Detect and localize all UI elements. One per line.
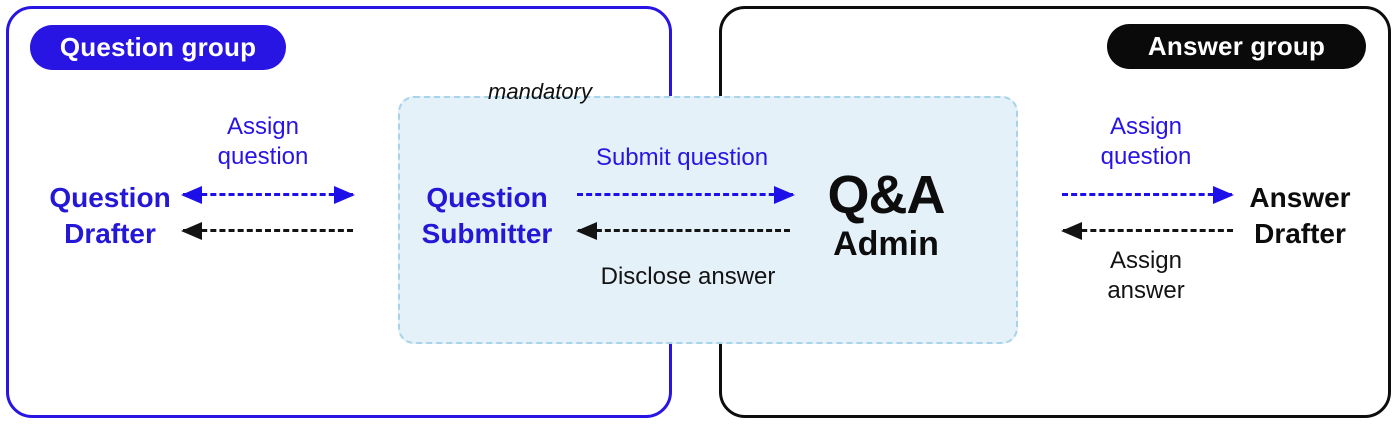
answer-drafter-line2: Drafter (1254, 218, 1346, 249)
question-submitter-line2: Submitter (421, 218, 553, 249)
question-group-badge: Question group (30, 25, 286, 70)
qa-admin-actor: Q&A Admin (827, 165, 946, 264)
mandatory-label: mandatory (488, 79, 592, 104)
arrowhead-right-icon (1213, 186, 1234, 204)
answer-drafter-line1: Answer (1249, 182, 1351, 213)
arrowhead-left-icon (181, 222, 202, 240)
answer-drafter-actor: Answer Drafter (1249, 180, 1350, 252)
assign-answer-line1: Assign (1109, 247, 1183, 274)
mandatory-box (398, 96, 1018, 344)
question-drafter-line1: Question (49, 182, 171, 213)
qa-admin-line2: Admin (833, 225, 939, 263)
arrowhead-left-icon (1061, 222, 1082, 240)
disclose-answer-arrow (576, 222, 790, 240)
question-submitter-actor: Question Submitter (422, 180, 553, 252)
assign-question-left-label: Assign question (218, 112, 309, 172)
submit-question-label: Submit question (595, 144, 769, 171)
assign-question-right-arrow (1062, 186, 1234, 204)
question-drafter-line2: Drafter (64, 218, 156, 249)
answer-group-badge-label: Answer group (1147, 31, 1326, 61)
assign-question-left-line2: question (217, 143, 309, 170)
question-drafter-actor: Question Drafter (49, 180, 170, 252)
assign-question-right-label: Assign question (1101, 112, 1192, 172)
assign-answer-arrow (1061, 222, 1233, 240)
assign-question-left-arrow (181, 186, 355, 204)
question-submitter-line1: Question (426, 182, 548, 213)
assign-question-left-line1: Assign (226, 113, 300, 140)
question-group-badge-label: Question group (59, 32, 257, 62)
arrowhead-right-icon (334, 186, 355, 204)
submit-question-arrow (577, 186, 795, 204)
assign-answer-label: Assign answer (1107, 246, 1184, 306)
return-arrow-left (181, 222, 353, 240)
qa-admin-line1: Q&A (827, 165, 946, 225)
arrowhead-left-icon (576, 222, 597, 240)
assign-answer-line2: answer (1107, 277, 1185, 304)
assign-question-right-line2: question (1100, 143, 1192, 170)
arrowhead-right-icon (774, 186, 795, 204)
arrowhead-left-icon (181, 186, 202, 204)
answer-group-badge: Answer group (1107, 24, 1366, 69)
assign-question-right-line1: Assign (1109, 113, 1183, 140)
disclose-answer-label: Disclose answer (600, 263, 776, 290)
